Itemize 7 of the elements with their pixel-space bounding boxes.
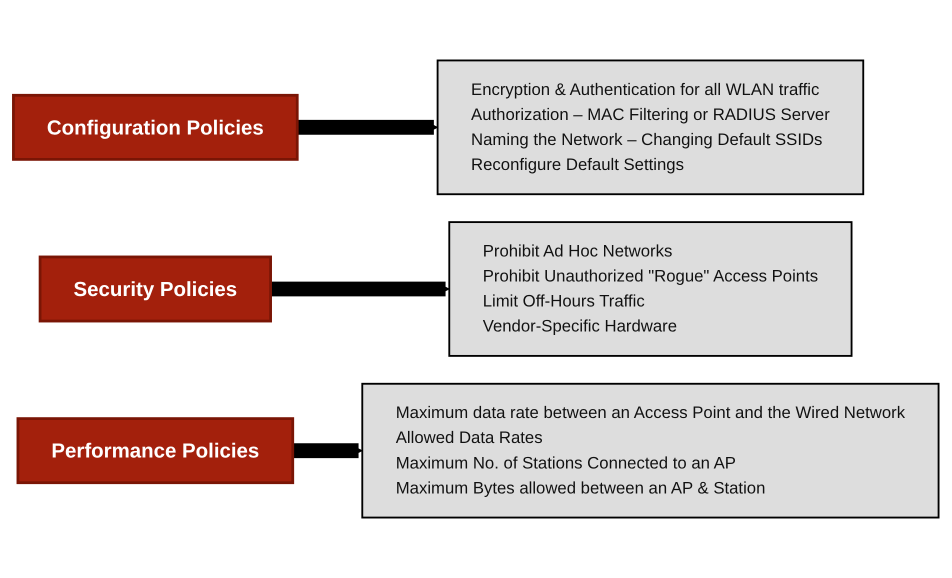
arrow: [270, 282, 450, 296]
node-box: Encryption & Authentication for all WLAN traffic Authorization – MAC Filtering or RADIUS Server Naming the Network – Changing Default SSIDs Reconfigure Default Settings: [436, 60, 864, 196]
node-box: Maximum data rate between an Access Point and the Wired Network Allowed Data Rates Maximum No. of Stations Connected to an AP Maximum Bytes allowed between an AP & Station: [361, 382, 940, 518]
node-box: Configuration Policies: [12, 94, 299, 161]
node-box: Prohibit Ad Hoc Networks Prohibit Unauthorized "Rogue" Access Points Limit Off-Hours Traffic Vendor-Specific Hardware: [448, 221, 852, 357]
node-box: Performance Policies: [16, 417, 294, 484]
node-box: Security Policies: [38, 256, 272, 322]
